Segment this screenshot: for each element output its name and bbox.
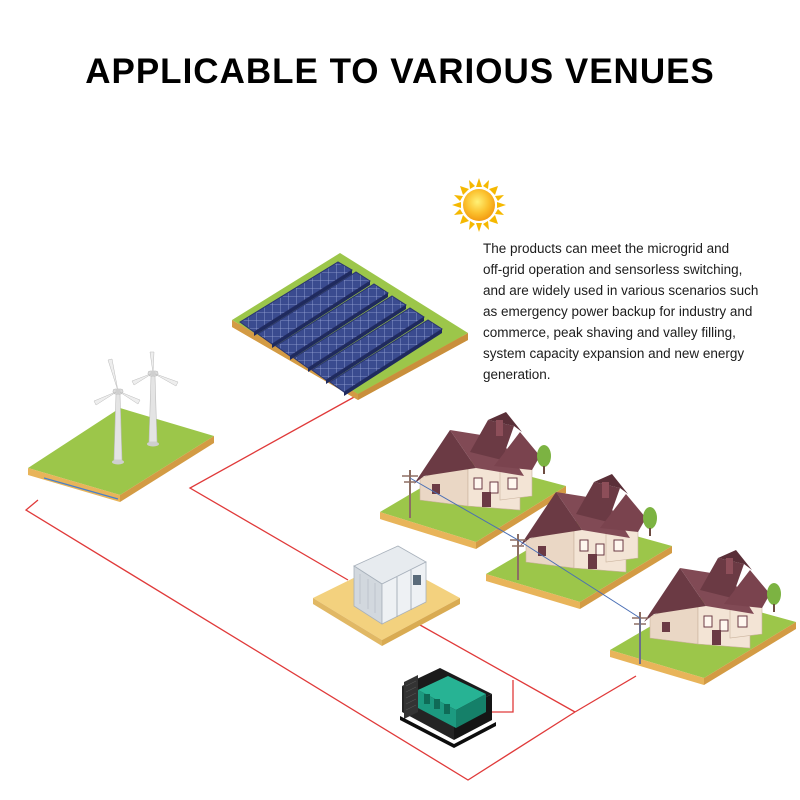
wind-farm (28, 352, 214, 502)
power-line-houses (575, 676, 636, 712)
power-line-wind (26, 500, 575, 780)
solar-panel-array (232, 253, 468, 400)
diesel-generator (400, 668, 496, 748)
sun-icon (452, 178, 506, 232)
power-line-solar (190, 396, 356, 580)
energy-storage-cabinet (313, 546, 460, 646)
